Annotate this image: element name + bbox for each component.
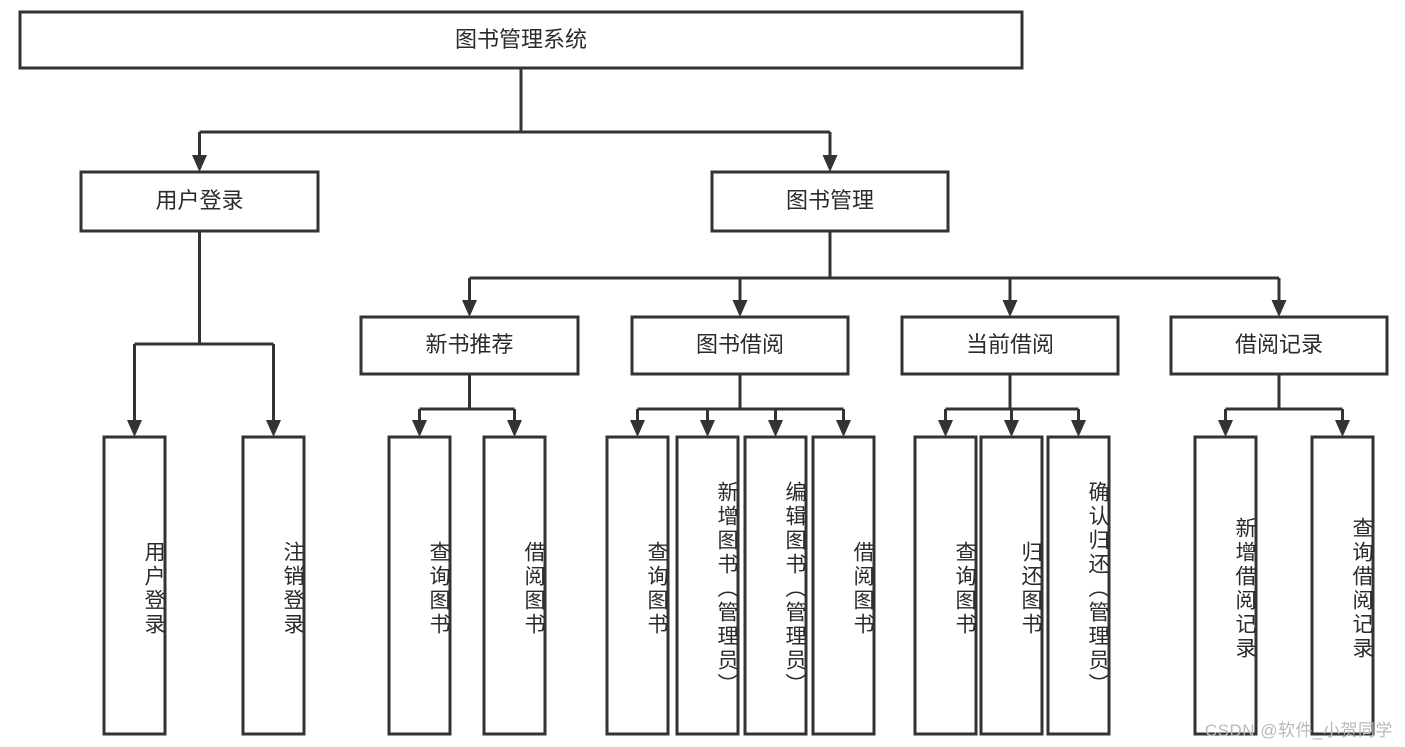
arrow-head-new-book-rec-to-leaf-borrow-book-1 — [507, 420, 522, 437]
arrow-head-book-borrow-to-leaf-borrow-book-2 — [836, 420, 851, 437]
arrow-head-borrow-record-to-leaf-add-record — [1218, 420, 1233, 437]
arrow-head-user-login-to-leaf-user-login — [127, 420, 142, 437]
node-box-leaf-query-book-3 — [913, 435, 978, 736]
arrow-head-root-to-user-login — [192, 155, 207, 172]
node-box-leaf-query-book-1 — [387, 435, 452, 736]
arrow-head-current-borrow-to-leaf-return-book — [1004, 420, 1019, 437]
node-box-leaf-add-record — [1193, 435, 1258, 736]
watermark: CSDN @软件_小贺同学 — [1204, 721, 1393, 740]
arrow-head-book-borrow-to-leaf-add-book — [700, 420, 715, 437]
node-box-leaf-borrow-book-2 — [811, 435, 876, 736]
arrow-head-book-manage-to-book-borrow — [732, 300, 748, 317]
node-box-leaf-user-login — [102, 435, 167, 736]
node-box-root — [18, 10, 1024, 70]
arrow-head-root-to-book-manage — [822, 155, 838, 172]
node-box-leaf-logout — [241, 435, 306, 736]
node-box-leaf-return-book — [979, 435, 1044, 736]
node-box-borrow-record — [1169, 315, 1389, 376]
arrow-head-current-borrow-to-leaf-query-book-3 — [938, 420, 953, 437]
arrow-head-new-book-rec-to-leaf-query-book-1 — [412, 420, 427, 437]
arrow-head-borrow-record-to-leaf-query-record — [1335, 420, 1350, 437]
node-box-leaf-query-record — [1310, 435, 1375, 736]
arrow-head-book-manage-to-current-borrow — [1002, 300, 1018, 317]
node-box-leaf-confirm-return — [1046, 435, 1111, 736]
arrow-head-user-login-to-leaf-logout — [266, 420, 281, 437]
node-box-leaf-add-book — [675, 435, 740, 736]
arrow-head-book-manage-to-new-book-rec — [462, 300, 477, 317]
node-box-leaf-borrow-book-1 — [482, 435, 547, 736]
node-box-book-manage — [710, 170, 950, 233]
node-box-book-borrow — [630, 315, 850, 376]
node-box-leaf-edit-book — [743, 435, 808, 736]
arrow-head-current-borrow-to-leaf-confirm-return — [1071, 420, 1086, 437]
edges-layer — [127, 68, 1350, 437]
arrow-head-book-borrow-to-leaf-query-book-2 — [630, 420, 645, 437]
node-box-current-borrow — [900, 315, 1120, 376]
boxes-layer — [18, 10, 1389, 736]
node-box-user-login — [79, 170, 320, 233]
node-box-new-book-rec — [359, 315, 580, 376]
node-box-leaf-query-book-2 — [605, 435, 670, 736]
arrow-head-book-manage-to-borrow-record — [1271, 300, 1287, 317]
arrow-head-book-borrow-to-leaf-edit-book — [768, 420, 783, 437]
